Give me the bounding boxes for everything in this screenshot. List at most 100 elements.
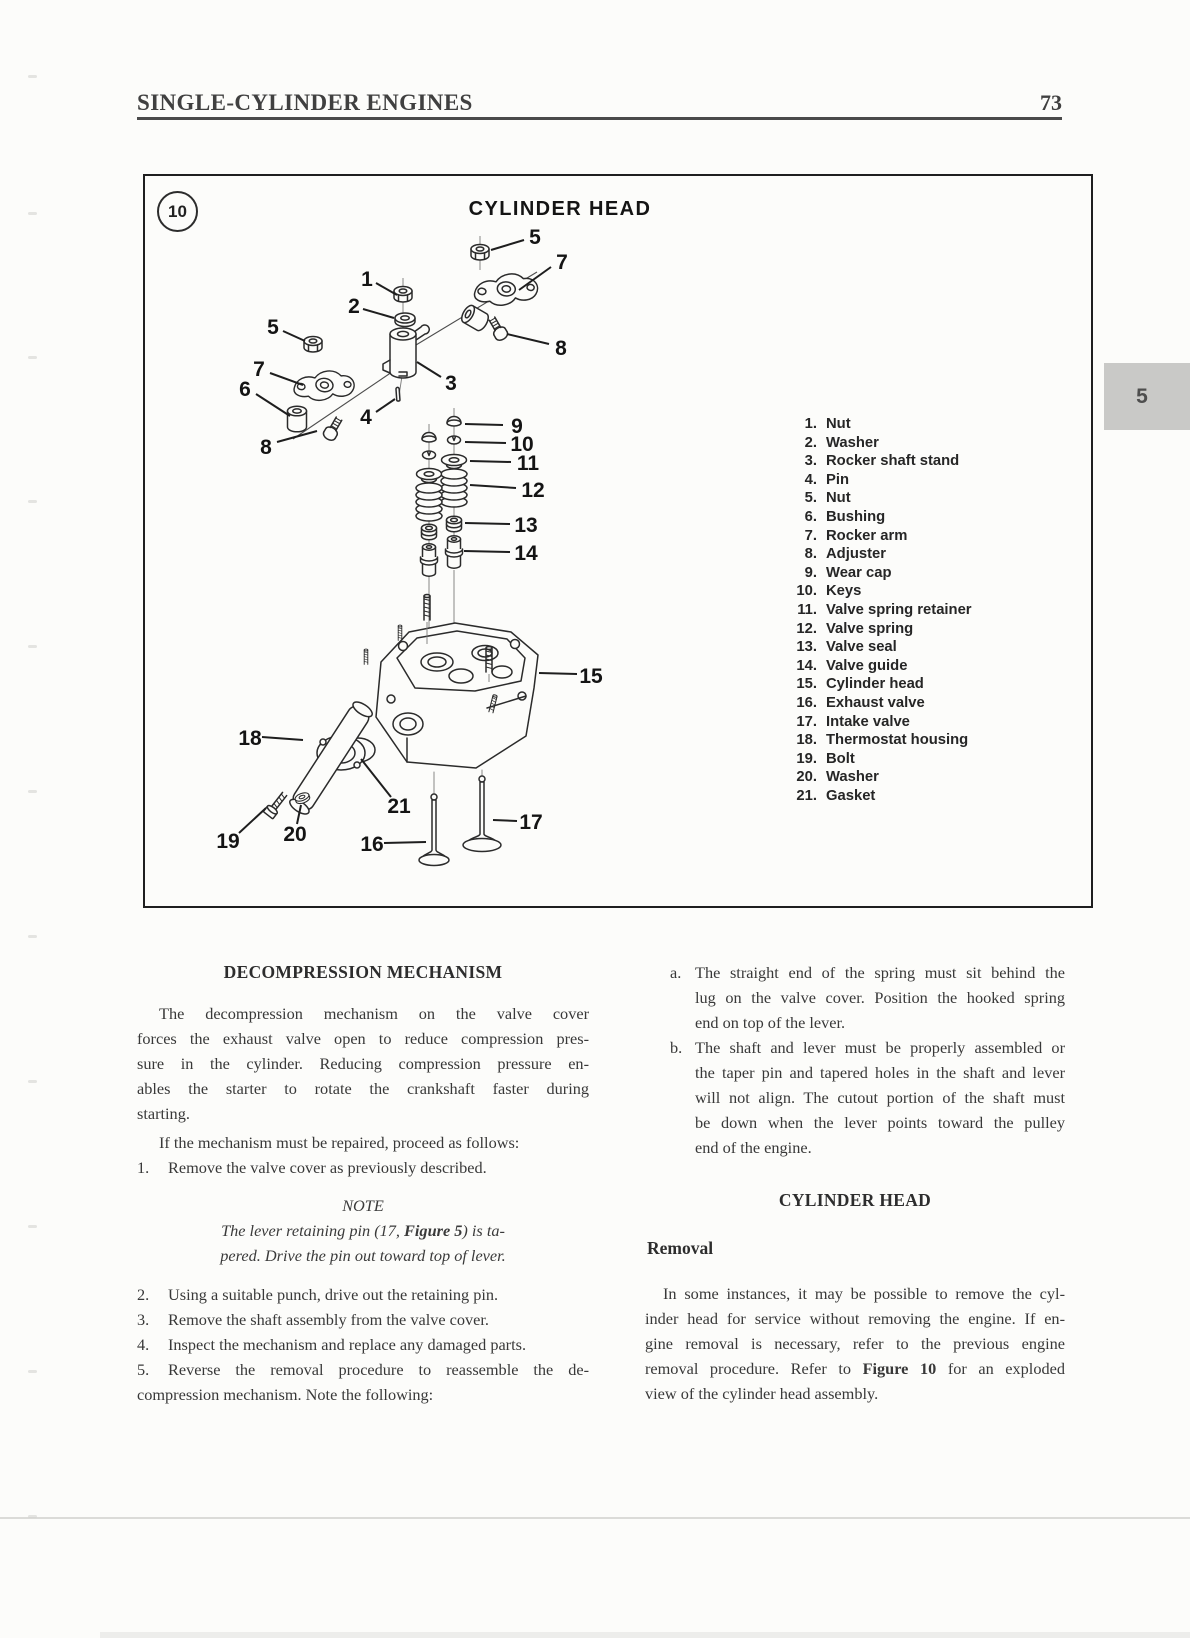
removal-line-5: view of the cylinder head assembly. xyxy=(645,1384,879,1403)
figure-part-row: 6.Bushing xyxy=(804,508,886,525)
removal-line-1: In some instances, it may be possible to… xyxy=(663,1284,1065,1303)
removal-subheading: Removal xyxy=(647,1238,714,1258)
figure-part-row: 7.Rocker arm xyxy=(804,527,908,544)
cylinder-head-15-drawing xyxy=(375,622,539,769)
callout-number: 19 xyxy=(216,830,239,853)
callout-leader xyxy=(464,423,504,426)
valve-seal-13-drawing xyxy=(445,515,463,533)
text-line: 4.Inspect the mechanism and replace any … xyxy=(137,1335,527,1354)
callout-number: 15 xyxy=(579,665,603,688)
callout-number: 8 xyxy=(555,337,567,360)
keys-intake-drawing xyxy=(421,450,437,460)
bushing-6-drawing xyxy=(286,405,308,433)
text-line: ables the starter to rotate the cranksha… xyxy=(137,1079,589,1098)
text-line: The straight end of the spring must sit … xyxy=(695,963,1065,982)
callout-number: 13 xyxy=(514,514,537,537)
washer-2-drawing xyxy=(394,312,416,328)
callout-leader xyxy=(464,522,511,525)
figure-part-row: 12.Valve spring xyxy=(796,620,914,637)
callout-leader xyxy=(464,441,507,444)
spring-intake-drawing xyxy=(415,482,443,522)
text-line: sure in the cylinder. Reducing compressi… xyxy=(137,1054,589,1073)
text-line: starting. xyxy=(137,1104,190,1123)
decompression-paragraph: The decompression mechanism on the valve… xyxy=(137,1001,589,1126)
callout-leader xyxy=(375,282,398,296)
removal-line-4: removal procedure. Refer to Figure 10 fo… xyxy=(645,1359,1065,1378)
figure-part-row: 2.Washer xyxy=(804,434,879,451)
callout-number: 16 xyxy=(360,833,383,856)
wear-cap-intake-drawing xyxy=(421,431,437,443)
decompression-steps: 2.Using a suitable punch, drive out the … xyxy=(137,1282,589,1407)
removal-line-2: inder head for service without removing … xyxy=(645,1309,1065,1328)
page-header-title: SINGLE-CYLINDER ENGINES xyxy=(137,90,473,115)
bolt-19-drawing xyxy=(262,791,288,820)
callout-number: 17 xyxy=(519,811,542,834)
callout-number: 5 xyxy=(529,226,541,249)
page-number: 73 xyxy=(1040,90,1062,115)
callout-number: 5 xyxy=(267,316,279,339)
callout-number: 4 xyxy=(360,406,372,429)
head-stud-drawing xyxy=(397,624,403,641)
text-line: 2.Using a suitable punch, drive out the … xyxy=(137,1285,499,1304)
section-heading-cylinder-head: CYLINDER HEAD xyxy=(778,1190,932,1210)
callout-leader xyxy=(255,393,291,417)
callout-leader xyxy=(238,807,267,834)
callout-number: 2 xyxy=(348,295,360,318)
thermostat-housing-18-drawing xyxy=(289,701,373,815)
text-line: 5.Reverse the removal procedure to reass… xyxy=(137,1360,589,1379)
note-line-1: The lever retaining pin (17, Figure 5) i… xyxy=(221,1221,505,1240)
pin-4-drawing xyxy=(395,386,401,402)
guide-intake-drawing xyxy=(419,543,439,577)
callout-leader xyxy=(506,333,550,345)
text-line: If the mechanism must be repaired, proce… xyxy=(159,1133,520,1152)
chapter-tab: 5 xyxy=(1104,363,1190,430)
callout-leader xyxy=(490,239,525,251)
nut-5-left-drawing xyxy=(303,335,323,353)
callout-number: 3 xyxy=(445,372,457,395)
text-line: lug on the valve cover. Position the hoo… xyxy=(695,988,1065,1007)
callout-leader xyxy=(463,550,511,553)
callout-number: 6 xyxy=(239,378,251,401)
figure-part-row: 4.Pin xyxy=(804,471,850,488)
figure-title: CYLINDER HEAD xyxy=(468,198,652,220)
figure-part-row: 1.Nut xyxy=(804,416,851,432)
removal-line-3: gine removal is necessary, refer to the … xyxy=(645,1334,1065,1353)
figure-part-row: 3.Rocker shaft stand xyxy=(804,453,960,470)
figure-part-row: 17.Intake valve xyxy=(796,713,910,730)
figure-part-row: 8.Adjuster xyxy=(804,546,887,563)
figure-part-row: 15.Cylinder head xyxy=(796,676,924,693)
keys-10-drawing xyxy=(446,435,462,445)
seal-intake-drawing xyxy=(420,523,438,541)
parts-layer xyxy=(262,243,540,867)
figure-box: 10 CYLINDER HEAD xyxy=(143,174,1093,908)
text-line: 3.Remove the shaft assembly from the val… xyxy=(137,1310,490,1329)
callout-leader xyxy=(282,330,306,342)
callout-number: 9 xyxy=(511,415,523,438)
figure-part-row: 20.Washer xyxy=(796,769,879,786)
callout-leader xyxy=(261,736,304,741)
removal-paragraph: In some instances, it may be possible to… xyxy=(645,1281,1065,1406)
callout-number: 1 xyxy=(361,268,373,291)
text-line: will not align. The cutout portion of th… xyxy=(695,1088,1065,1107)
text-line: end on top of the lever. xyxy=(695,1013,846,1032)
note-line-2: pered. Drive the pin out toward top of l… xyxy=(220,1246,506,1265)
figure-part-row: 13.Valve seal xyxy=(796,639,897,656)
valve-spring-12-drawing xyxy=(440,468,468,508)
page-bottom-faint-rule xyxy=(0,1517,1190,1519)
text-line: The shaft and lever must be properly ass… xyxy=(695,1038,1065,1057)
callout-leader xyxy=(276,430,318,443)
retainer-intake-drawing xyxy=(415,467,443,484)
figure-part-row: 16.Exhaust valve xyxy=(796,694,925,711)
decompression-intro-steps: If the mechanism must be repaired, proce… xyxy=(137,1130,589,1180)
callout-leader xyxy=(538,672,578,675)
figure-number-badge: 10 xyxy=(157,191,198,232)
callout-number: 14 xyxy=(514,542,538,565)
callout-leader xyxy=(360,758,392,798)
header-rule xyxy=(137,117,1062,120)
rocker-shaft-stand-drawing xyxy=(382,324,430,379)
text-line: The decompression mechanism on the valve… xyxy=(159,1004,589,1023)
item-b-marker: b. xyxy=(670,1038,683,1057)
